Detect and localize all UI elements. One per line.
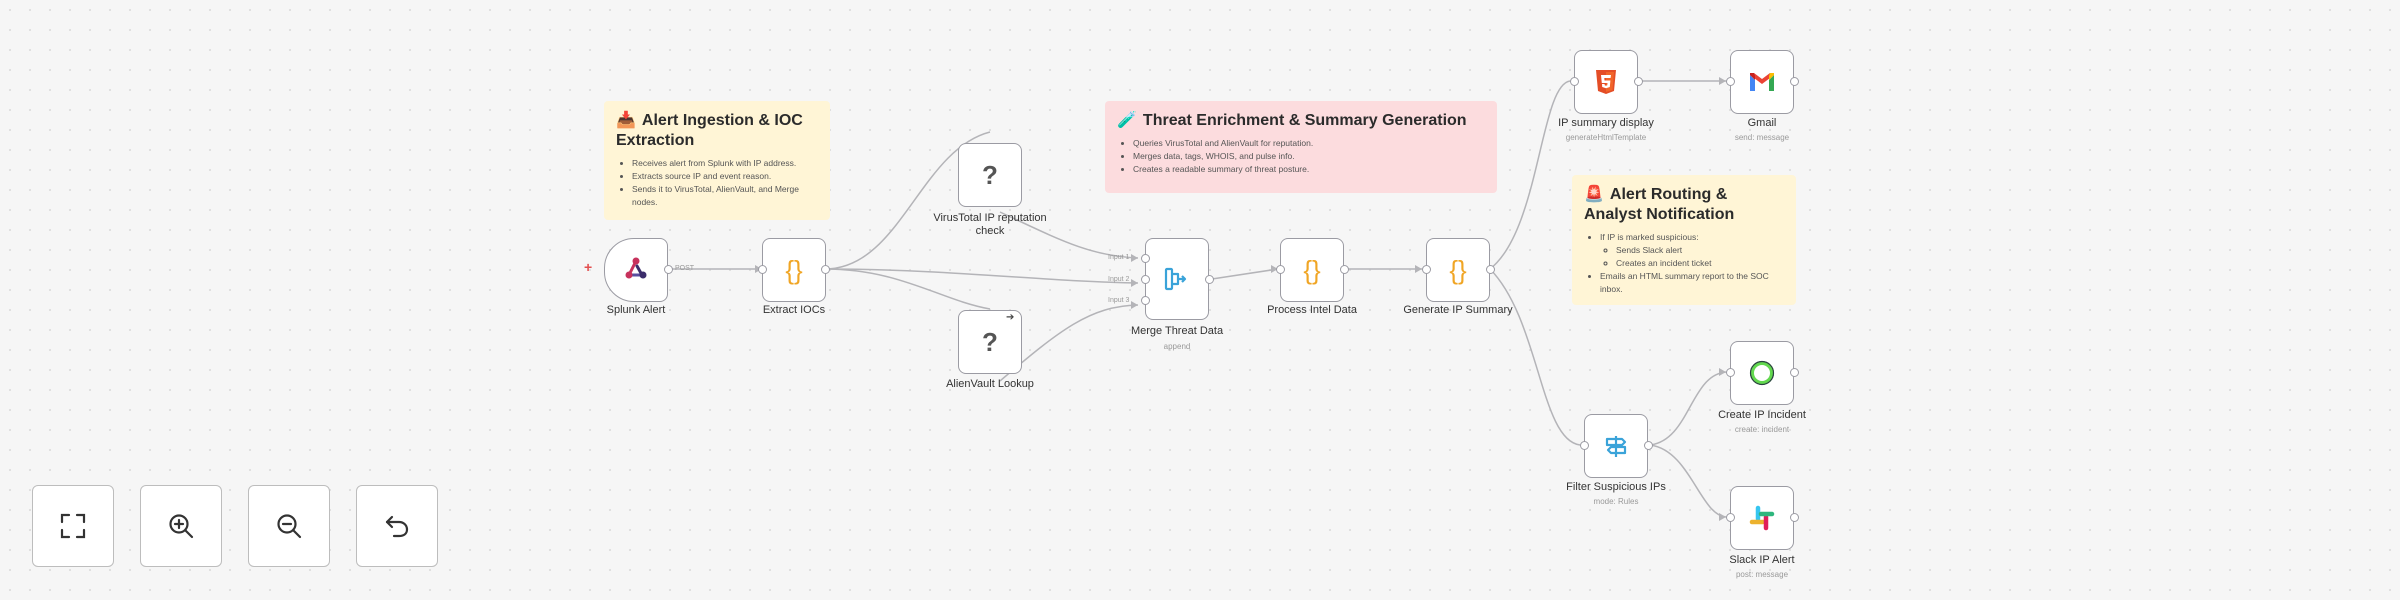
html-summary-sub: generateHtmlTemplate (1565, 133, 1647, 142)
edge-extract-merge3 (824, 268, 1139, 284)
merge-threat-data-node[interactable] (1145, 238, 1209, 320)
alienvault-node[interactable]: ? (958, 310, 1022, 374)
sticky-threat-enrichment[interactable]: 🧪Threat Enrichment & Summary Generation … (1105, 101, 1497, 193)
process-output-port[interactable] (1340, 265, 1349, 274)
code-icon: {} (1303, 255, 1321, 285)
signpost-icon (1605, 436, 1627, 457)
filter-suspicious-node[interactable] (1584, 414, 1648, 478)
edge-merge-process (1211, 268, 1279, 280)
zoom-in-button[interactable] (140, 485, 222, 567)
servicenow-icon (1749, 360, 1775, 386)
sticky-title: 🧪Threat Enrichment & Summary Generation (1117, 112, 1467, 129)
slack-alert-label: Slack IP Alert (1729, 554, 1795, 566)
merge-threat-data-label: Merge Threat Data (1130, 325, 1224, 337)
filter-mode-sub: mode: Rules (1593, 497, 1639, 506)
siren-icon: 🚨 (1584, 186, 1604, 203)
create-incident-node[interactable] (1730, 341, 1794, 405)
generate-input-port[interactable] (1422, 265, 1431, 274)
generate-summary-node[interactable]: {} (1426, 238, 1490, 302)
extract-iocs-label: Extract IOCs (762, 304, 826, 316)
merge-mode-sub: append (1163, 342, 1191, 351)
merge-input-2-label: Input 2 (1108, 276, 1130, 283)
sticky-bullets: Receives alert from Splunk with IP addre… (616, 157, 818, 209)
filter-suspicious-label: Filter Suspicious IPs (1566, 481, 1666, 493)
code-icon: {} (785, 255, 803, 285)
html-summary-label: IP summary display (1558, 117, 1654, 129)
sticky-alert-routing[interactable]: 🚨Alert Routing & Analyst Notification If… (1572, 175, 1796, 305)
test-tube-icon: 🧪 (1117, 112, 1137, 129)
splunk-output-port[interactable] (664, 265, 673, 274)
slack-alert-sub: post: message (1735, 570, 1789, 579)
process-intel-label: Process Intel Data (1267, 304, 1357, 316)
extract-iocs-node[interactable]: {} (762, 238, 826, 302)
splunk-alert-node[interactable] (604, 238, 668, 302)
gmail-sub: send: message (1734, 133, 1790, 142)
external-link-icon: ➔ (1006, 312, 1015, 323)
sticky-title: 🚨Alert Routing & Analyst Notification (1584, 186, 1735, 223)
create-incident-sub: create: incident (1734, 425, 1790, 434)
merge-input-3-label: Input 3 (1108, 297, 1130, 304)
html5-icon (1596, 70, 1616, 94)
slack-input-port[interactable] (1726, 513, 1735, 522)
process-input-port[interactable] (1276, 265, 1285, 274)
slack-alert-node[interactable] (1730, 486, 1794, 550)
edge-generate-filter (1489, 268, 1581, 446)
sticky-alert-ingestion[interactable]: 📥Alert Ingestion & IOC Extraction Receiv… (604, 101, 830, 220)
fullscreen-icon (60, 513, 86, 539)
fit-view-button[interactable] (32, 485, 114, 567)
merge-input-3[interactable] (1141, 296, 1150, 305)
merge-icon (1164, 267, 1187, 291)
gmail-icon (1750, 73, 1774, 91)
sticky-bullets: Queries VirusTotal and AlienVault for re… (1117, 137, 1485, 176)
slack-icon (1749, 505, 1775, 531)
slack-output-port[interactable] (1790, 513, 1799, 522)
merge-input-1[interactable] (1141, 254, 1150, 263)
post-pin-label: POST (675, 265, 695, 272)
merge-input-1-label: Input 1 (1108, 254, 1130, 261)
process-intel-node[interactable]: {} (1280, 238, 1344, 302)
generate-summary-label: Generate IP Summary (1403, 304, 1513, 316)
sticky-bullets: If IP is marked suspicious: Sends Slack … (1584, 231, 1784, 296)
undo-icon (385, 515, 409, 538)
html-summary-node[interactable] (1574, 50, 1638, 114)
inbox-icon: 📥 (616, 112, 636, 129)
alienvault-label: AlienVault Lookup (946, 378, 1034, 390)
merge-output-port[interactable] (1205, 275, 1214, 284)
zoom-out-button[interactable] (248, 485, 330, 567)
gmail-label: Gmail (1747, 117, 1777, 129)
merge-input-2[interactable] (1141, 275, 1150, 284)
unknown-node-icon: ? (982, 326, 998, 357)
virustotal-label: VirusTotal IP reputation check (933, 212, 1047, 237)
incident-output-port[interactable] (1790, 368, 1799, 377)
create-incident-label: Create IP Incident (1718, 409, 1806, 421)
splunk-alert-label: Splunk Alert (606, 304, 666, 316)
edge-extract-alienvault (824, 268, 991, 310)
incident-input-port[interactable] (1726, 368, 1735, 377)
add-trigger-icon[interactable]: + (584, 259, 593, 275)
gmail-node[interactable] (1730, 50, 1794, 114)
code-icon: {} (1449, 255, 1467, 285)
reset-zoom-button[interactable] (356, 485, 438, 567)
webhook-icon (625, 257, 647, 279)
filter-input-port[interactable] (1580, 441, 1589, 450)
gmail-output-port[interactable] (1790, 77, 1799, 86)
zoom-in-icon (169, 514, 194, 539)
edge-generate-html (1489, 80, 1571, 270)
generate-output-port[interactable] (1486, 265, 1495, 274)
extract-input-port[interactable] (758, 265, 767, 274)
filter-output-port[interactable] (1644, 441, 1653, 450)
gmail-input-port[interactable] (1726, 77, 1735, 86)
virustotal-node[interactable]: ? (958, 143, 1022, 207)
zoom-out-icon (277, 514, 302, 539)
html-input-port[interactable] (1570, 77, 1579, 86)
html-output-port[interactable] (1634, 77, 1643, 86)
extract-output-port[interactable] (821, 265, 830, 274)
sticky-title: 📥Alert Ingestion & IOC Extraction (616, 112, 803, 149)
unknown-node-icon: ? (982, 159, 998, 190)
